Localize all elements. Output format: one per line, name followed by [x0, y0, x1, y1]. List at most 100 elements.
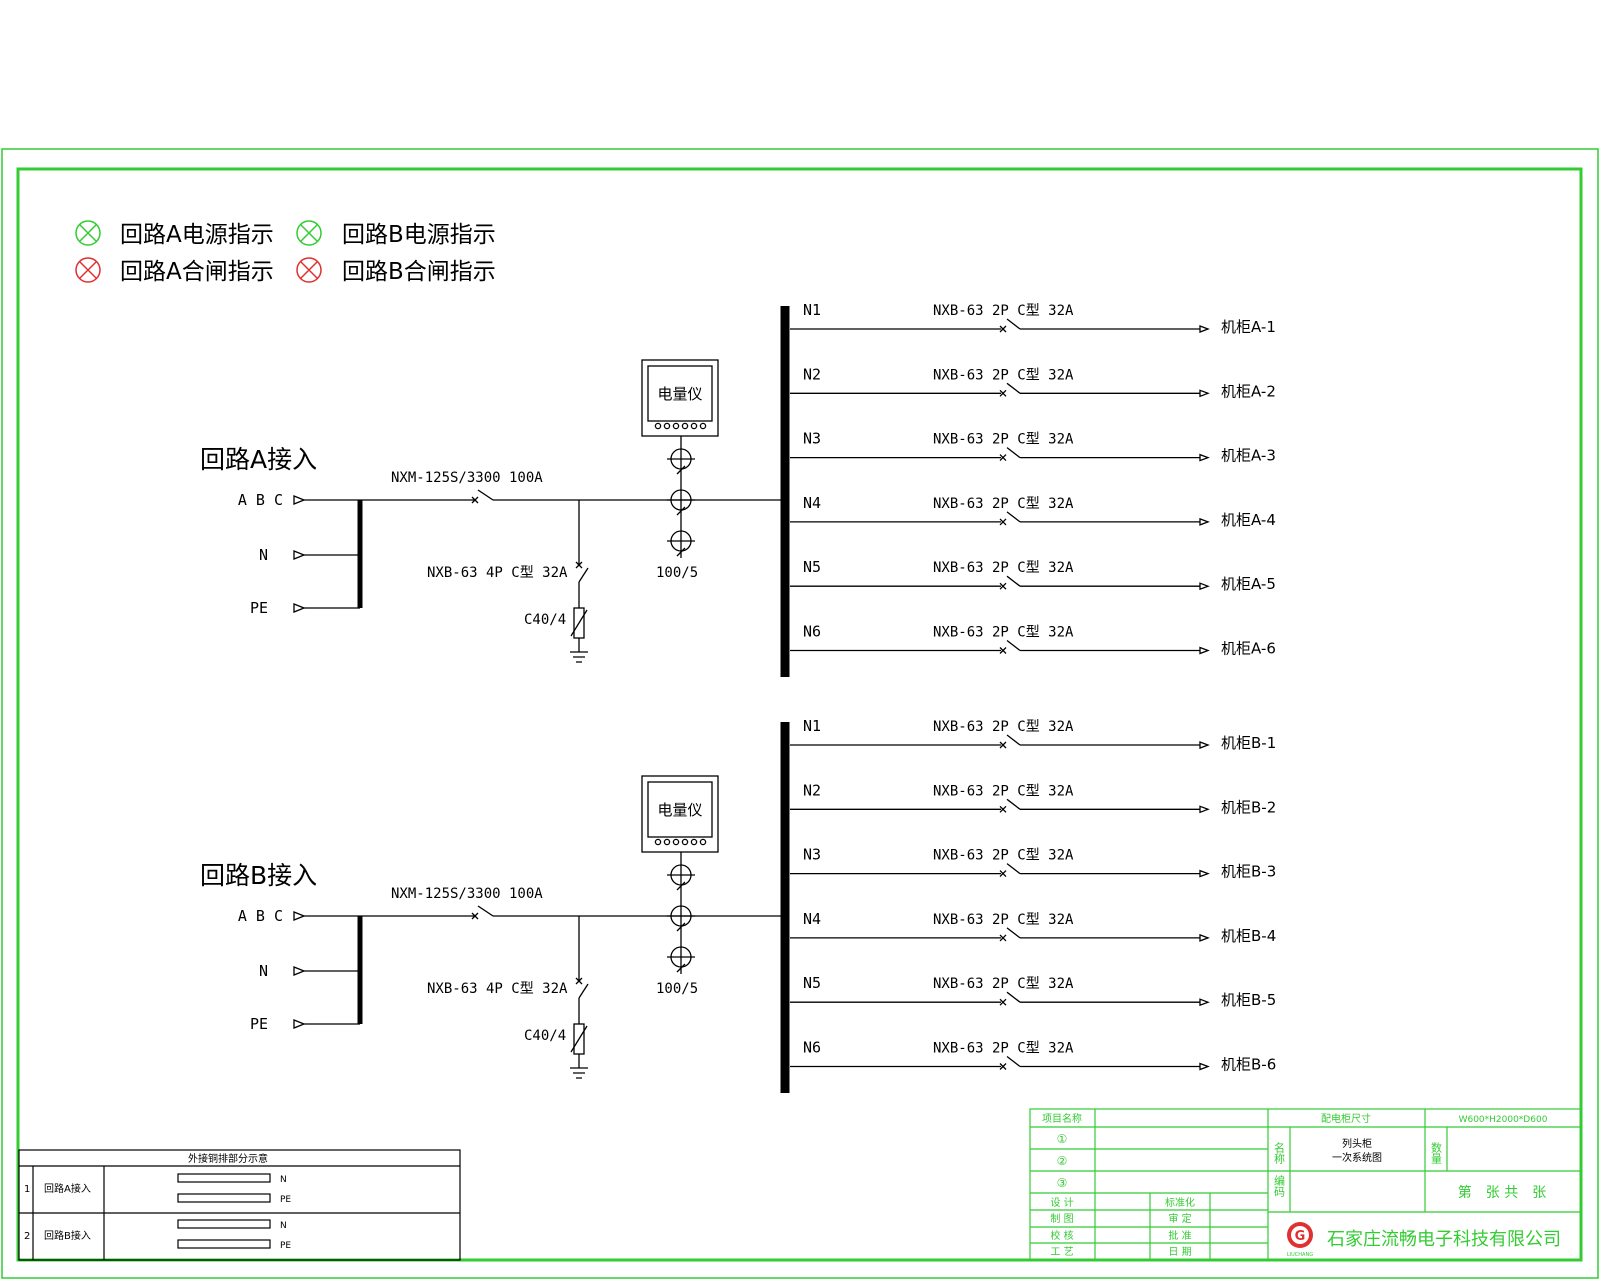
drawing-name-line-2: 一次系统图 [1332, 1151, 1382, 1164]
role-label: 审 定 [1168, 1212, 1191, 1225]
row-name: 回路A接入 [44, 1182, 91, 1195]
row-marker: ③ [1057, 1176, 1068, 1190]
breaker-cross-icon [471, 912, 479, 920]
main-breaker-label: NXM-125S/3300 100A [391, 470, 543, 486]
logo-letter: G [1295, 1229, 1306, 1244]
output-arrow-icon [1199, 805, 1210, 814]
arrester-label: C40/4 [524, 1028, 566, 1044]
branch-id: N3 [803, 430, 821, 448]
input-terminal-icon [293, 1019, 306, 1029]
legend-item: 回路B电源指示 [296, 220, 496, 248]
bar-label-pe: PE [280, 1241, 291, 1251]
title-block-text: 项目名称 配电柜尺寸 W600*H2000*D600 ① ② ③ 名称 列头柜 … [1042, 1112, 1548, 1258]
breaker-cross-icon [999, 325, 1007, 333]
input-label: N [259, 962, 268, 980]
indicator-lamp-cross [299, 223, 319, 243]
indicator-lamp-icon [75, 220, 101, 246]
branch-breaker-contact [1006, 991, 1021, 1003]
branch-breaker-label: NXB-63 2P C型 32A [933, 848, 1074, 864]
power-meter-icon [641, 775, 719, 853]
power-meter-icon [641, 359, 719, 437]
company-name: 石家庄流畅电子科技有限公司 [1327, 1229, 1561, 1250]
breaker-cross-icon [999, 582, 1007, 590]
branch-circuit [790, 511, 1210, 526]
branch-id: N1 [803, 301, 821, 319]
branch-breaker-label: NXB-63 2P C型 32A [933, 625, 1074, 641]
ground-icon [570, 651, 588, 663]
branch-breaker-contact [1006, 863, 1021, 875]
branch-load-label: 机柜A-1 [1221, 318, 1276, 336]
input-terminal-icon [293, 495, 306, 505]
name-label: 名称 [1273, 1141, 1286, 1165]
main-breaker-contact [477, 489, 494, 501]
input-label: A B C [238, 907, 283, 925]
input-terminal-icon [293, 911, 306, 921]
output-arrow-icon [1199, 869, 1210, 878]
main-breaker-label: NXM-125S/3300 100A [391, 886, 543, 902]
branch-breaker-contact [1006, 798, 1021, 810]
output-arrow-icon [1199, 1062, 1210, 1071]
circuit-a [293, 306, 1210, 677]
branch-breaker-contact [1006, 575, 1021, 587]
output-arrow-icon [1199, 517, 1210, 526]
branch-circuit [790, 798, 1210, 814]
output-arrow-icon [1199, 389, 1210, 398]
branch-circuit [790, 639, 1210, 655]
indicator-lamp-cross [78, 260, 98, 280]
role-label: 制 图 [1050, 1212, 1073, 1225]
branch-id: N2 [803, 365, 821, 383]
role-label: 工 艺 [1050, 1246, 1073, 1258]
branch-breaker-contact [1006, 447, 1021, 459]
output-arrow-icon [1199, 582, 1210, 591]
role-label: 标准化 [1165, 1196, 1195, 1209]
breaker-cross-icon [999, 647, 1007, 654]
branch-id: N4 [803, 910, 821, 928]
role-label: 批 准 [1168, 1229, 1191, 1242]
branch-breaker-label: NXB-63 2P C型 32A [933, 496, 1074, 512]
breaker-cross-icon [999, 998, 1007, 1006]
legend-label: 回路B合闸指示 [342, 259, 496, 285]
branch-id: N5 [803, 558, 821, 576]
legend-label: 回路A电源指示 [120, 222, 274, 248]
breaker-cross-icon [999, 741, 1007, 749]
ct-ratio-label: 100/5 [656, 981, 698, 997]
input-label: PE [250, 599, 268, 617]
sheet-number: 第 张 共 张 [1458, 1184, 1546, 1201]
branch-load-label: 机柜A-5 [1221, 575, 1276, 593]
branch-breaker-label: NXB-63 2P C型 32A [933, 560, 1074, 576]
branch-load-label: 机柜B-4 [1221, 927, 1276, 945]
legend-label: 回路B电源指示 [342, 222, 496, 248]
row-number: 1 [24, 1184, 30, 1195]
input-terminal-icon [293, 603, 306, 613]
indicator-lamp-icon [296, 257, 322, 283]
branch-circuit [790, 863, 1210, 878]
branch-load-label: 机柜B-6 [1221, 1056, 1276, 1074]
bar-label-n: N [280, 1175, 287, 1185]
indicator-lamp-cross [78, 223, 98, 243]
branch-id: N4 [803, 494, 821, 512]
output-arrow-icon [1199, 453, 1210, 462]
branch-breaker-contact [1006, 318, 1021, 330]
output-arrow-icon [1199, 741, 1210, 749]
breaker-cross-icon [575, 561, 583, 569]
input-terminal-icon [293, 550, 306, 560]
role-label: 设 计 [1050, 1196, 1073, 1209]
breaker-cross-icon [575, 977, 583, 985]
circuit-title: 回路A接入 [200, 445, 317, 474]
branch-breaker-label: NXB-63 2P C型 32A [933, 976, 1074, 992]
arrester-label: C40/4 [524, 612, 566, 628]
breaker-cross-icon [999, 454, 1007, 462]
output-arrow-icon [1199, 325, 1210, 333]
quantity-label: 数量 [1430, 1142, 1443, 1164]
input-terminal-icon [293, 966, 306, 976]
code-label: 编码 [1273, 1174, 1286, 1198]
bar-label-n: N [280, 1221, 287, 1231]
drawing-frame [16, 167, 1583, 1262]
branch-circuit [790, 991, 1210, 1007]
branch-load-label: 机柜B-5 [1221, 991, 1276, 1009]
output-arrow-icon [1199, 646, 1210, 655]
power-meter-label: 电量仪 [657, 385, 702, 403]
indicator-lamp-icon [296, 220, 322, 246]
